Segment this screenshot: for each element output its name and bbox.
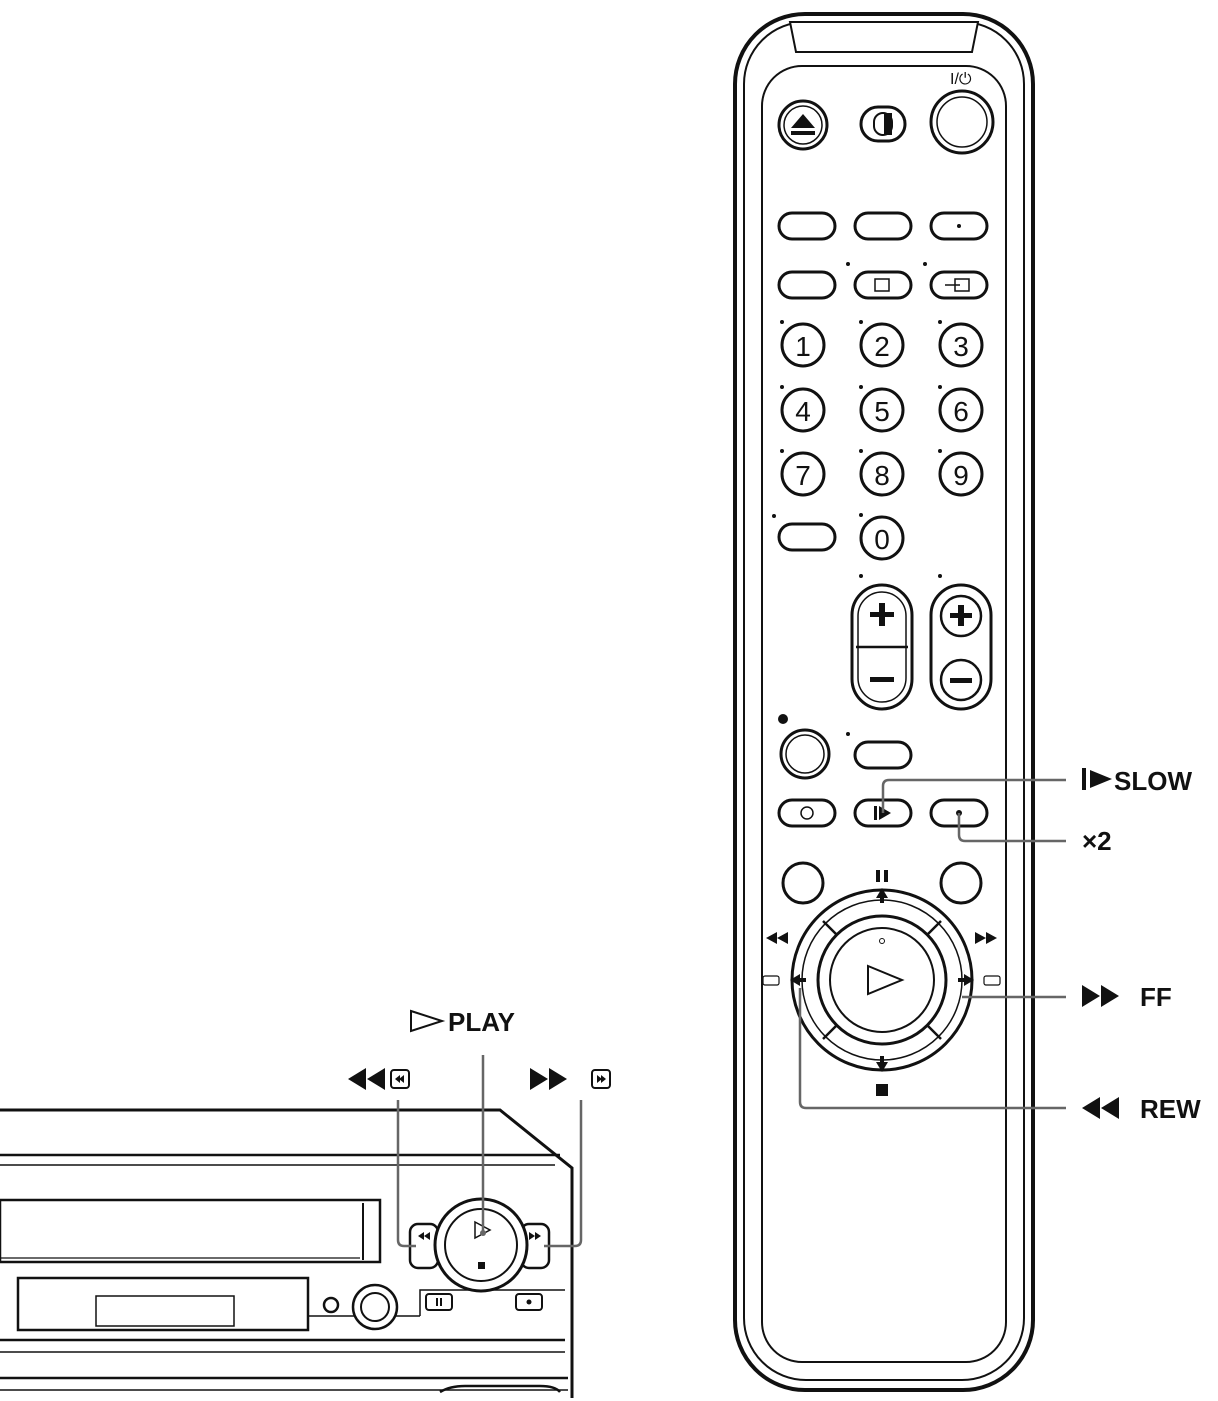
input-select-icon xyxy=(945,278,970,292)
number-key-8[interactable]: 8 xyxy=(859,451,905,497)
deck-pause-button[interactable] xyxy=(425,1293,453,1311)
play-button[interactable] xyxy=(829,927,935,1033)
display-button[interactable] xyxy=(853,270,913,300)
function-button-2[interactable] xyxy=(853,211,913,241)
rewind-icon xyxy=(766,932,788,944)
number-key-2[interactable]: 2 xyxy=(859,322,905,368)
function-button-4[interactable] xyxy=(777,270,837,300)
x2-callout: ×2 xyxy=(1082,826,1112,856)
jog-knob[interactable] xyxy=(351,1283,399,1331)
minus-icon xyxy=(870,677,894,682)
tv-video-switch[interactable] xyxy=(859,105,907,143)
input-select-button[interactable] xyxy=(929,270,989,300)
transport-dial xyxy=(762,870,1001,1096)
pause-button[interactable] xyxy=(876,870,888,903)
svg-text:5: 5 xyxy=(874,396,890,427)
function-button-1[interactable] xyxy=(777,211,837,241)
fast-forward-icon xyxy=(1082,985,1119,1007)
fast-forward-button[interactable] xyxy=(958,932,1001,986)
fast-forward-icon xyxy=(530,1068,611,1090)
program-rocker[interactable] xyxy=(850,583,914,711)
plus-icon xyxy=(870,603,894,626)
function-row-1 xyxy=(777,211,989,241)
svg-text:9: 9 xyxy=(953,460,969,491)
remote-face-panel xyxy=(761,65,1007,1363)
number-key-1[interactable]: 1 xyxy=(780,322,826,368)
svg-text:1: 1 xyxy=(795,331,811,362)
deck-rewind-button[interactable] xyxy=(408,1222,440,1270)
display-icon xyxy=(874,278,890,292)
side-button-right[interactable] xyxy=(939,861,983,905)
tv-video-icon xyxy=(873,112,893,136)
stop-icon xyxy=(478,1262,485,1269)
slow-icon xyxy=(1082,768,1112,790)
record-button[interactable] xyxy=(779,728,831,780)
rewind-icon xyxy=(1082,1097,1119,1119)
slow-callout: SLOW xyxy=(1114,766,1192,796)
number-key-9[interactable]: 9 xyxy=(938,451,984,497)
power-label: I/⏻ xyxy=(950,71,972,88)
number-key-3[interactable]: 3 xyxy=(938,322,984,368)
eject-button[interactable] xyxy=(777,99,829,151)
number-key-5[interactable]: 5 xyxy=(859,387,905,433)
svg-text:2: 2 xyxy=(874,331,890,362)
stop-icon xyxy=(876,1084,888,1096)
pause-icon xyxy=(876,870,888,882)
side-button-left[interactable] xyxy=(781,861,825,905)
vcr-deck xyxy=(0,1108,574,1398)
volume-rocker[interactable] xyxy=(929,583,993,711)
svg-text:7: 7 xyxy=(795,460,811,491)
fast-forward-icon xyxy=(975,932,997,944)
deck-play-button[interactable] xyxy=(433,1197,529,1293)
display-screen xyxy=(95,1295,235,1327)
cassette-slot xyxy=(0,1198,382,1264)
function-button-5[interactable] xyxy=(777,522,837,552)
play-icon xyxy=(410,1009,446,1033)
deck-callouts: PLAY xyxy=(348,1007,611,1248)
svg-text:4: 4 xyxy=(795,396,811,427)
svg-text:3: 3 xyxy=(953,331,969,362)
stop-button[interactable] xyxy=(876,1056,888,1096)
rew-callout: REW xyxy=(1140,1094,1201,1124)
rewind-button[interactable] xyxy=(762,932,806,986)
function-button-6[interactable] xyxy=(853,740,913,770)
svg-text:8: 8 xyxy=(874,460,890,491)
function-row-2 xyxy=(777,262,989,300)
deck-record-button[interactable] xyxy=(515,1293,543,1311)
rewind-icon xyxy=(348,1068,410,1090)
minus-icon xyxy=(950,678,972,683)
number-key-6[interactable]: 6 xyxy=(938,387,984,433)
play-icon xyxy=(867,964,905,996)
record-icon xyxy=(778,714,788,724)
number-key-0[interactable]: 0 xyxy=(859,515,905,561)
ff-callout: FF xyxy=(1140,982,1172,1012)
timer-icon xyxy=(800,806,814,820)
svg-text:0: 0 xyxy=(874,524,890,555)
number-key-7[interactable]: 7 xyxy=(780,451,826,497)
svg-text:6: 6 xyxy=(953,396,969,427)
play-callout: PLAY xyxy=(448,1007,515,1037)
number-key-4[interactable]: 4 xyxy=(780,387,826,433)
plus-icon xyxy=(950,605,972,626)
remote-control: I/⏻ xyxy=(733,12,1035,1392)
number-pad: 1 2 3 4 5 6 7 8 9 0 xyxy=(772,320,984,561)
ir-window xyxy=(788,21,980,53)
timer-button[interactable] xyxy=(777,798,837,828)
remote-callouts: SLOW ×2 FF REW xyxy=(798,766,1201,1124)
power-button[interactable] xyxy=(929,89,995,155)
eject-icon xyxy=(791,114,815,135)
